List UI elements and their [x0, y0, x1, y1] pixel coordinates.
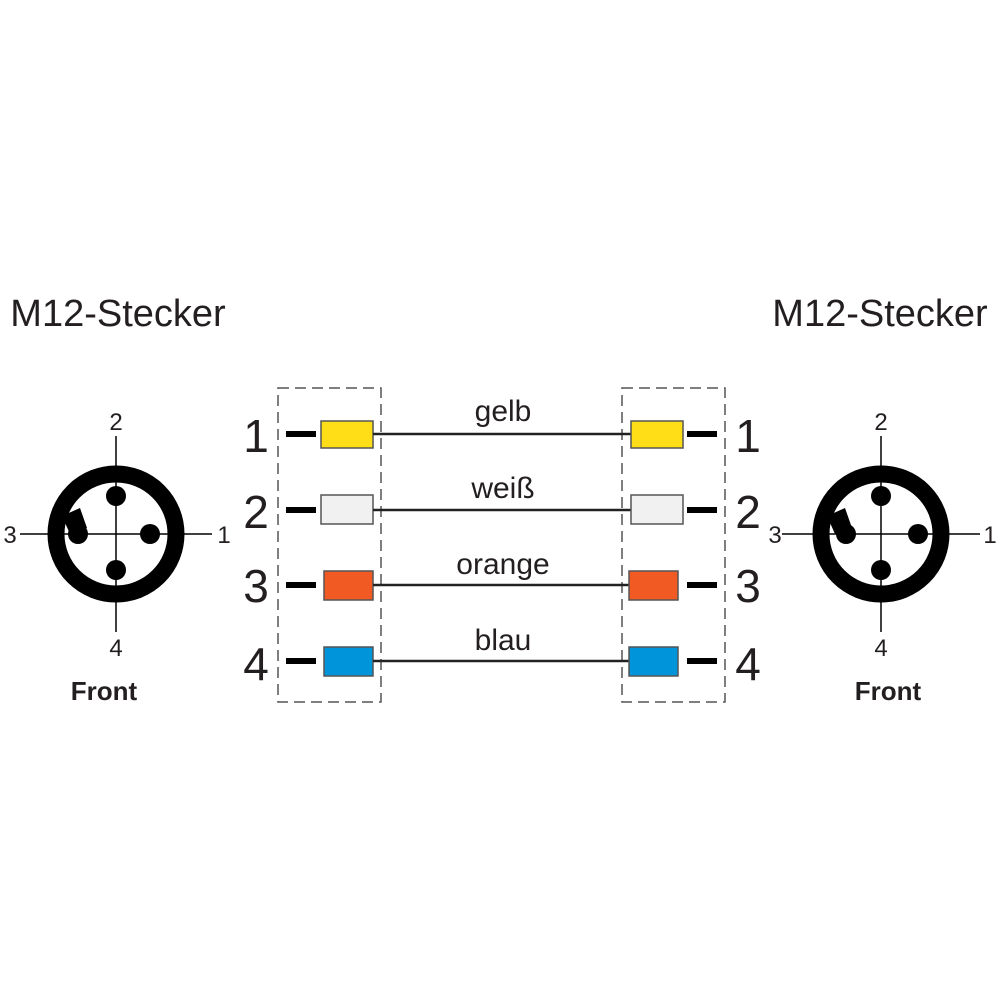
row-number-left: 1 — [243, 410, 269, 462]
wire-color-block — [323, 646, 374, 677]
wire-color-block — [630, 420, 684, 449]
right-plug-outline — [621, 387, 726, 703]
pin-label-3: 3 — [768, 522, 781, 549]
wire-color-block — [630, 494, 684, 525]
wire-color-block — [628, 646, 679, 677]
wire-row-4: 4 4 blau — [243, 624, 761, 690]
pin-3-dot — [836, 524, 856, 544]
wire-row-1: 1 1 gelb — [243, 395, 761, 462]
wire-color-block — [320, 494, 374, 525]
pin-label-4: 4 — [109, 635, 122, 662]
pin-2-dot — [106, 486, 126, 506]
right-connector-title: M12-Stecker — [772, 293, 988, 335]
pin-label-3: 3 — [3, 522, 16, 549]
front-label: Front — [71, 676, 138, 706]
wire-label: weiß — [470, 472, 534, 505]
pin-4-dot — [871, 560, 891, 580]
pin-2-dot — [871, 486, 891, 506]
front-label: Front — [855, 676, 922, 706]
right-connector-front-view: 2 3 1 4 Front — [768, 409, 996, 706]
row-number-right: 2 — [735, 486, 761, 538]
pin-label-1: 1 — [217, 522, 230, 549]
wire-color-block — [323, 570, 374, 601]
pin-label-1: 1 — [983, 522, 996, 549]
pin-3-dot — [68, 524, 88, 544]
wire-label: gelb — [475, 395, 532, 428]
wire-row-3: 3 3 orange — [243, 548, 761, 612]
row-number-right: 1 — [735, 410, 761, 462]
row-number-left: 2 — [243, 486, 269, 538]
left-connector-title: M12-Stecker — [10, 293, 226, 335]
row-number-left: 4 — [243, 638, 269, 690]
pin-1-dot — [908, 524, 928, 544]
row-number-right: 4 — [735, 638, 761, 690]
wire-label: orange — [456, 548, 549, 581]
wire-row-2: 2 2 weiß — [243, 472, 761, 538]
row-number-left: 3 — [243, 560, 269, 612]
wire-color-block — [628, 570, 679, 601]
row-number-right: 3 — [735, 560, 761, 612]
pin-label-2: 2 — [874, 409, 887, 436]
pin-label-2: 2 — [109, 409, 122, 436]
wire-label: blau — [475, 624, 532, 657]
left-connector-front-view: 2 3 1 4 Front — [3, 409, 230, 706]
pin-4-dot — [106, 560, 126, 580]
pin-1-dot — [140, 524, 160, 544]
wire-color-block — [320, 420, 374, 449]
left-plug-outline — [277, 387, 382, 703]
pin-label-4: 4 — [874, 635, 887, 662]
